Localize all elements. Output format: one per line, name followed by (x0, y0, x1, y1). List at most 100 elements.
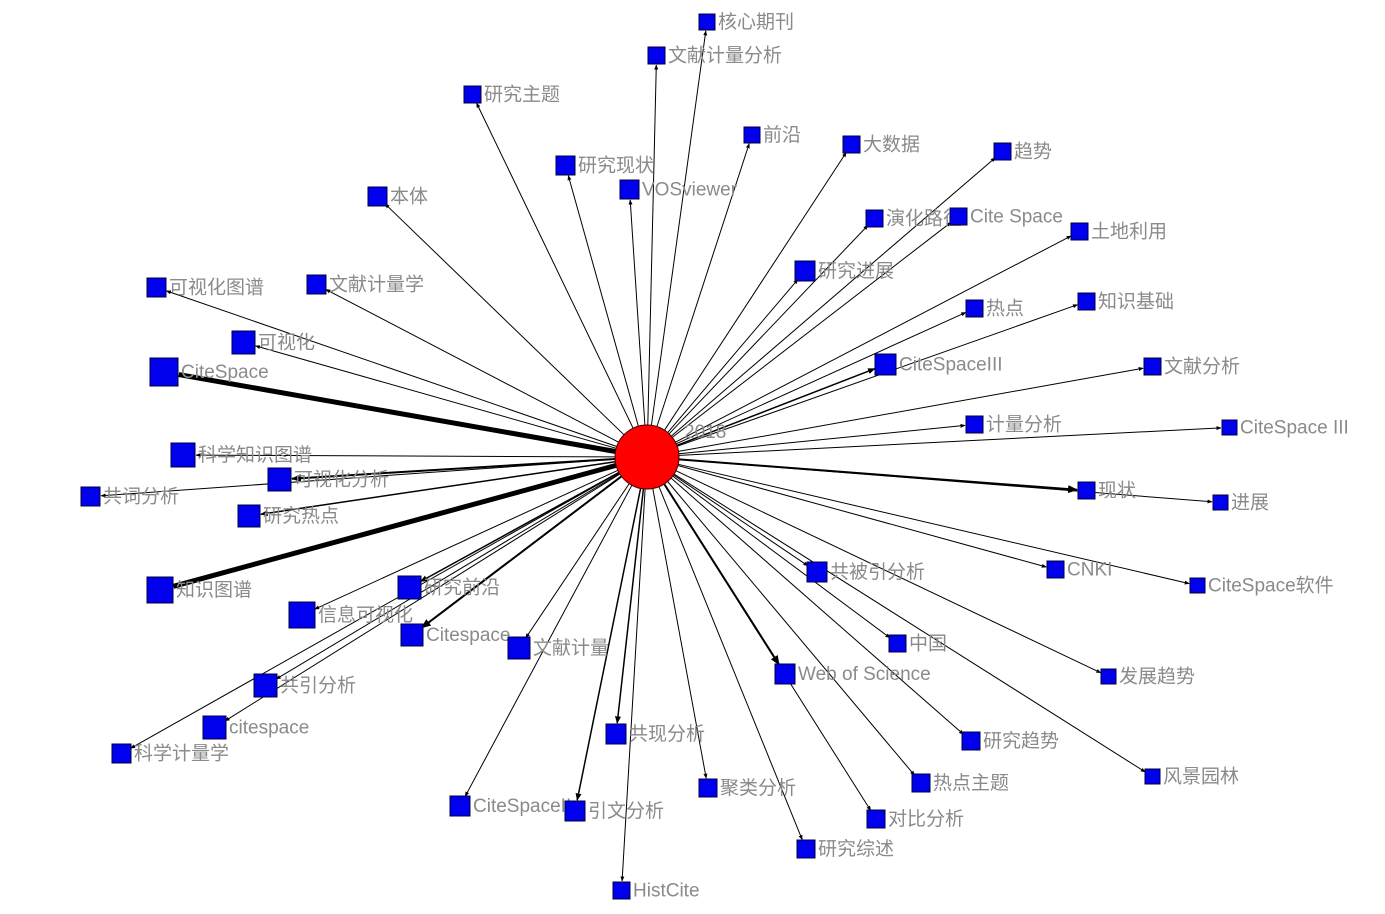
node-46-box[interactable] (911, 773, 931, 793)
node-21[interactable]: 计量分析 (965, 414, 1062, 436)
node-45-box[interactable] (1144, 768, 1161, 785)
node-49-box[interactable] (564, 800, 586, 822)
node-27[interactable]: 现状 (1077, 480, 1136, 502)
node-5-box[interactable] (993, 142, 1012, 161)
center-node-group[interactable]: 2018 (614, 422, 726, 490)
node-36[interactable]: 文献计量 (507, 636, 609, 660)
node-16-box[interactable] (1077, 292, 1096, 311)
node-40[interactable]: 共引分析 (253, 673, 356, 698)
node-16[interactable]: 知识基础 (1077, 291, 1174, 313)
node-9-box[interactable] (865, 209, 884, 228)
node-42-box[interactable] (111, 743, 132, 764)
node-27-box[interactable] (1077, 481, 1096, 500)
node-33-box[interactable] (397, 575, 422, 600)
node-13[interactable]: 可视化图谱 (146, 277, 264, 299)
node-8-box[interactable] (367, 186, 388, 207)
node-5[interactable]: 趋势 (993, 141, 1052, 163)
node-40-box[interactable] (253, 673, 278, 698)
node-44-box[interactable] (605, 723, 627, 745)
node-18[interactable]: CiteSpace (149, 357, 269, 387)
node-32-box[interactable] (146, 576, 174, 604)
node-51[interactable]: 研究综述 (796, 838, 894, 860)
node-13-box[interactable] (146, 277, 167, 298)
node-6[interactable]: 研究现状 (555, 155, 654, 177)
node-32[interactable]: 知识图谱 (146, 576, 252, 604)
node-19-box[interactable] (874, 353, 897, 376)
node-7[interactable]: VOSviewer (619, 179, 738, 201)
node-3-box[interactable] (743, 126, 761, 144)
node-22[interactable]: CiteSpace III (1221, 418, 1349, 439)
node-34[interactable]: 信息可视化 (288, 601, 413, 629)
node-28-box[interactable] (1212, 494, 1229, 511)
node-14-box[interactable] (306, 274, 327, 295)
node-11[interactable]: 土地利用 (1070, 221, 1167, 243)
node-14[interactable]: 文献计量学 (306, 274, 424, 296)
node-26-box[interactable] (237, 504, 261, 528)
node-10-box[interactable] (949, 207, 968, 226)
node-41-box[interactable] (202, 715, 227, 740)
node-3[interactable]: 前沿 (743, 124, 801, 146)
node-35[interactable]: Citespace (400, 623, 511, 647)
node-45[interactable]: 风景园林 (1144, 766, 1239, 788)
node-44[interactable]: 共现分析 (605, 723, 705, 745)
node-18-box[interactable] (149, 357, 179, 387)
node-51-box[interactable] (796, 839, 816, 859)
node-19[interactable]: CiteSpaceIII (874, 353, 1003, 376)
node-2[interactable]: 研究主题 (463, 84, 560, 106)
node-52-box[interactable] (612, 881, 631, 900)
node-24[interactable]: 可视化分析 (267, 467, 389, 492)
node-12[interactable]: 研究进展 (794, 260, 894, 282)
node-4-box[interactable] (842, 135, 861, 154)
center-node[interactable] (614, 424, 680, 490)
node-37-box[interactable] (888, 634, 907, 653)
node-1-box[interactable] (647, 46, 666, 65)
node-11-box[interactable] (1070, 222, 1089, 241)
node-39-box[interactable] (774, 663, 796, 685)
node-46[interactable]: 热点主题 (911, 772, 1009, 794)
node-9[interactable]: 演化路径 (865, 208, 962, 230)
node-48-box[interactable] (449, 795, 471, 817)
node-30[interactable]: CiteSpace软件 (1189, 575, 1334, 597)
node-31[interactable]: 共被引分析 (806, 561, 925, 583)
node-17-box[interactable] (231, 330, 256, 355)
node-29[interactable]: CNKI (1046, 560, 1112, 581)
node-25[interactable]: 共词分析 (80, 486, 179, 508)
node-20-box[interactable] (1143, 357, 1162, 376)
node-26[interactable]: 研究热点 (237, 504, 339, 528)
node-1[interactable]: 文献计量分析 (647, 45, 782, 67)
node-28[interactable]: 进展 (1212, 492, 1269, 514)
node-4[interactable]: 大数据 (842, 134, 920, 156)
node-20[interactable]: 文献分析 (1143, 356, 1240, 378)
node-25-box[interactable] (80, 486, 101, 507)
node-17[interactable]: 可视化 (231, 330, 315, 355)
node-21-box[interactable] (965, 415, 984, 434)
node-41[interactable]: citespace (202, 715, 309, 740)
node-22-box[interactable] (1221, 419, 1238, 436)
node-35-box[interactable] (400, 623, 424, 647)
node-23[interactable]: 科学知识图谱 (170, 442, 312, 468)
node-12-box[interactable] (794, 260, 816, 282)
node-49[interactable]: 引文分析 (564, 800, 664, 822)
node-43[interactable]: 研究趋势 (961, 730, 1059, 752)
node-10[interactable]: Cite Space (949, 207, 1063, 228)
node-24-box[interactable] (267, 467, 292, 492)
node-15[interactable]: 热点 (965, 298, 1024, 320)
node-7-box[interactable] (619, 179, 640, 200)
node-15-box[interactable] (965, 299, 984, 318)
node-34-box[interactable] (288, 601, 316, 629)
node-43-box[interactable] (961, 731, 981, 751)
node-36-box[interactable] (507, 636, 531, 660)
node-31-box[interactable] (806, 561, 828, 583)
node-23-box[interactable] (170, 442, 196, 468)
node-38-box[interactable] (1100, 668, 1117, 685)
node-2-box[interactable] (463, 85, 482, 104)
node-52[interactable]: HistCite (612, 881, 700, 902)
node-47[interactable]: 聚类分析 (698, 777, 796, 799)
node-0-box[interactable] (698, 13, 716, 31)
node-37[interactable]: 中国 (888, 633, 947, 655)
node-6-box[interactable] (555, 155, 576, 176)
node-48[interactable]: CiteSpaceII (449, 795, 571, 817)
node-50[interactable]: 对比分析 (866, 808, 964, 830)
node-50-box[interactable] (866, 809, 886, 829)
node-42[interactable]: 科学计量学 (111, 743, 229, 765)
